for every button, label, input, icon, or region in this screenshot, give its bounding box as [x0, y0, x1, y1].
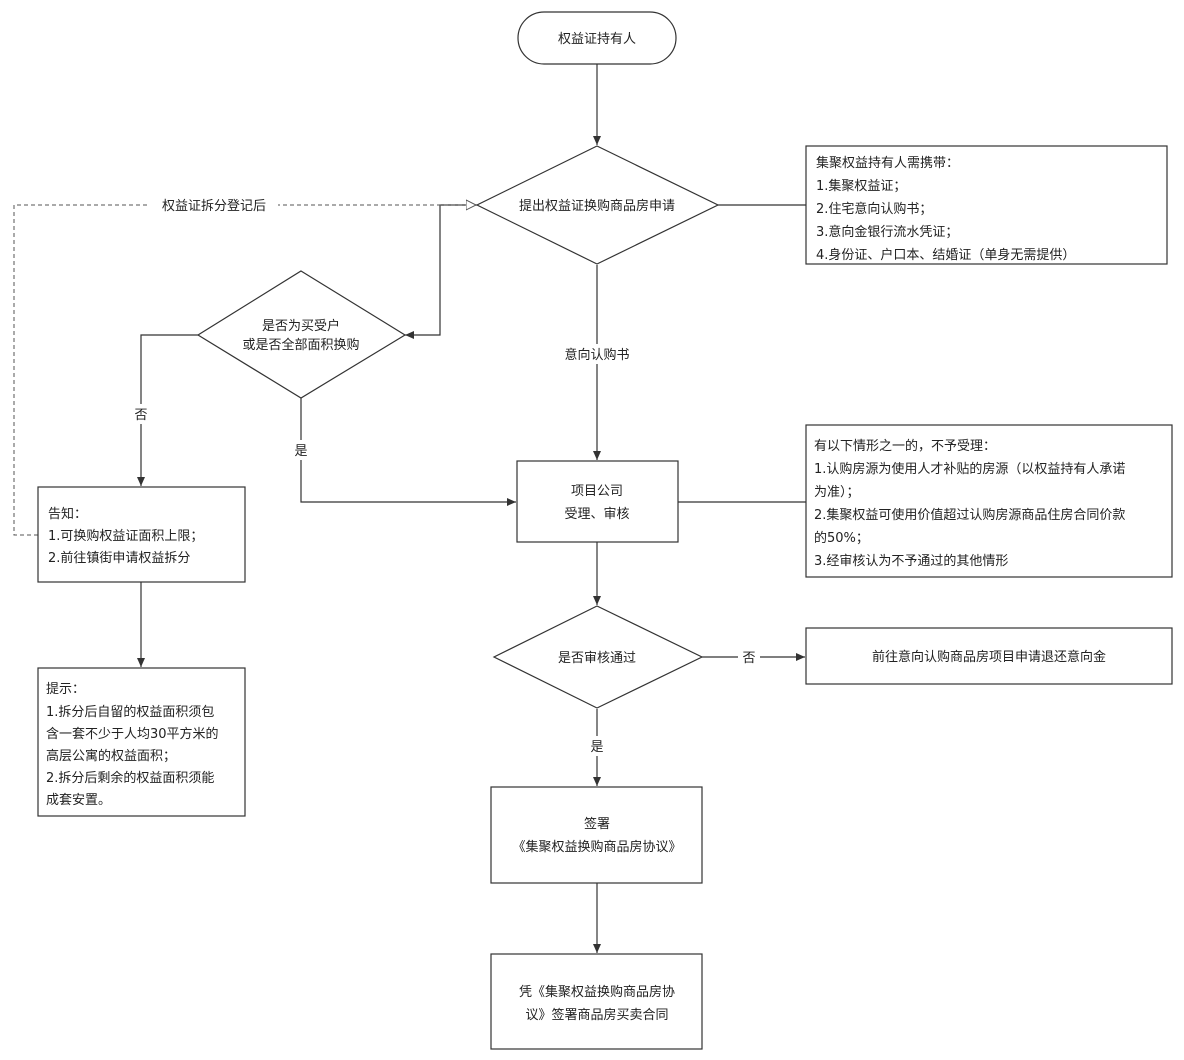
refund-label: 前往意向认购商品房项目申请退还意向金: [872, 649, 1106, 665]
tip-line-2: 含一套不少于人均30平方米的: [46, 726, 219, 742]
tip-line-4: 2.拆分后剩余的权益面积须能: [46, 770, 214, 786]
node-notice: 告知： 1.可换购权益证面积上限； 2.前往镇街申请权益拆分: [37, 486, 246, 583]
materials-line-4: 4.身份证、户口本、结婚证（单身无需提供）: [816, 247, 1075, 263]
reject-line-4: 的50%；: [814, 530, 869, 546]
company-line-0: 项目公司: [571, 484, 623, 499]
node-apply: 提出权益证换购商品房申请: [475, 145, 720, 265]
node-start: 权益证持有人: [517, 11, 677, 65]
label-yes-left: 是: [294, 444, 307, 459]
notice-line-2: 2.前往镇街申请权益拆分: [48, 550, 190, 566]
edge-apply-to-buyer-check: [405, 204, 477, 339]
node-company: 项目公司 受理、审核: [516, 460, 679, 543]
notice-line-0: 告知：: [48, 506, 87, 522]
contract-line-1: 议》签署商品房买卖合同: [525, 1007, 668, 1023]
label-yes-down: 是: [590, 740, 603, 755]
materials-line-0: 集聚权益持有人需携带：: [816, 155, 959, 171]
materials-line-1: 1.集聚权益证；: [816, 178, 906, 194]
node-review-check: 是否审核通过: [492, 605, 704, 709]
reject-line-3: 2.集聚权益可使用价值超过认购房源商品住房合同价款: [814, 507, 1125, 523]
review-check-label: 是否审核通过: [558, 651, 636, 666]
materials-line-2: 2.住宅意向认购书；: [816, 201, 932, 217]
label-no-left: 否: [134, 408, 147, 423]
node-refund: 前往意向认购商品房项目申请退还意向金: [805, 627, 1173, 685]
node-sign: 签署 《集聚权益换购商品房协议》: [490, 786, 703, 884]
label-intent-letter: 意向认购书: [564, 347, 629, 363]
node-contract: 凭《集聚权益换购商品房协 议》签署商品房买卖合同: [490, 953, 703, 1050]
label-no-right: 否: [742, 651, 755, 666]
edge-split-registered-loop: [13, 205, 476, 536]
reject-line-1: 1.认购房源为使用人才补贴的房源（以权益持有人承诺: [814, 461, 1125, 477]
reject-line-2: 为准）；: [814, 485, 860, 500]
buyer-check-line-1: 或是否全部面积换购: [242, 337, 359, 353]
node-apply-label: 提出权益证换购商品房申请: [519, 198, 675, 214]
contract-line-0: 凭《集聚权益换购商品房协: [519, 984, 675, 1000]
node-buyer-check: 是否为买受户 或是否全部面积换购: [196, 270, 407, 399]
node-reject-cases: 有以下情形之一的，不予受理： 1.认购房源为使用人才补贴的房源（以权益持有人承诺…: [805, 424, 1173, 578]
company-line-1: 受理、审核: [564, 507, 629, 522]
node-tip: 提示： 1.拆分后自留的权益面积须包 含一套不少于人均30平方米的 高层公寓的权…: [37, 667, 246, 817]
reject-line-0: 有以下情形之一的，不予受理：: [814, 438, 996, 454]
materials-line-3: 3.意向金银行流水凭证；: [816, 224, 958, 240]
tip-line-0: 提示：: [46, 681, 85, 697]
tip-line-3: 高层公寓的权益面积；: [46, 748, 176, 764]
tip-line-1: 1.拆分后自留的权益面积须包: [46, 704, 214, 720]
reject-line-5: 3.经审核认为不予通过的其他情形: [814, 553, 1008, 569]
label-split-registered: 权益证拆分登记后: [162, 198, 266, 214]
edge-buyer-check-to-notice: [137, 334, 198, 486]
notice-line-1: 1.可换购权益证面积上限；: [48, 528, 203, 544]
sign-line-0: 签署: [584, 816, 610, 832]
buyer-check-line-0: 是否为买受户: [262, 318, 340, 334]
node-materials: 集聚权益持有人需携带： 1.集聚权益证； 2.住宅意向认购书； 3.意向金银行流…: [805, 145, 1168, 265]
sign-line-1: 《集聚权益换购商品房协议》: [512, 839, 681, 855]
tip-line-5: 成套安置。: [46, 792, 111, 808]
node-start-label: 权益证持有人: [558, 31, 636, 47]
edge-buyer-check-to-company: [300, 398, 516, 506]
